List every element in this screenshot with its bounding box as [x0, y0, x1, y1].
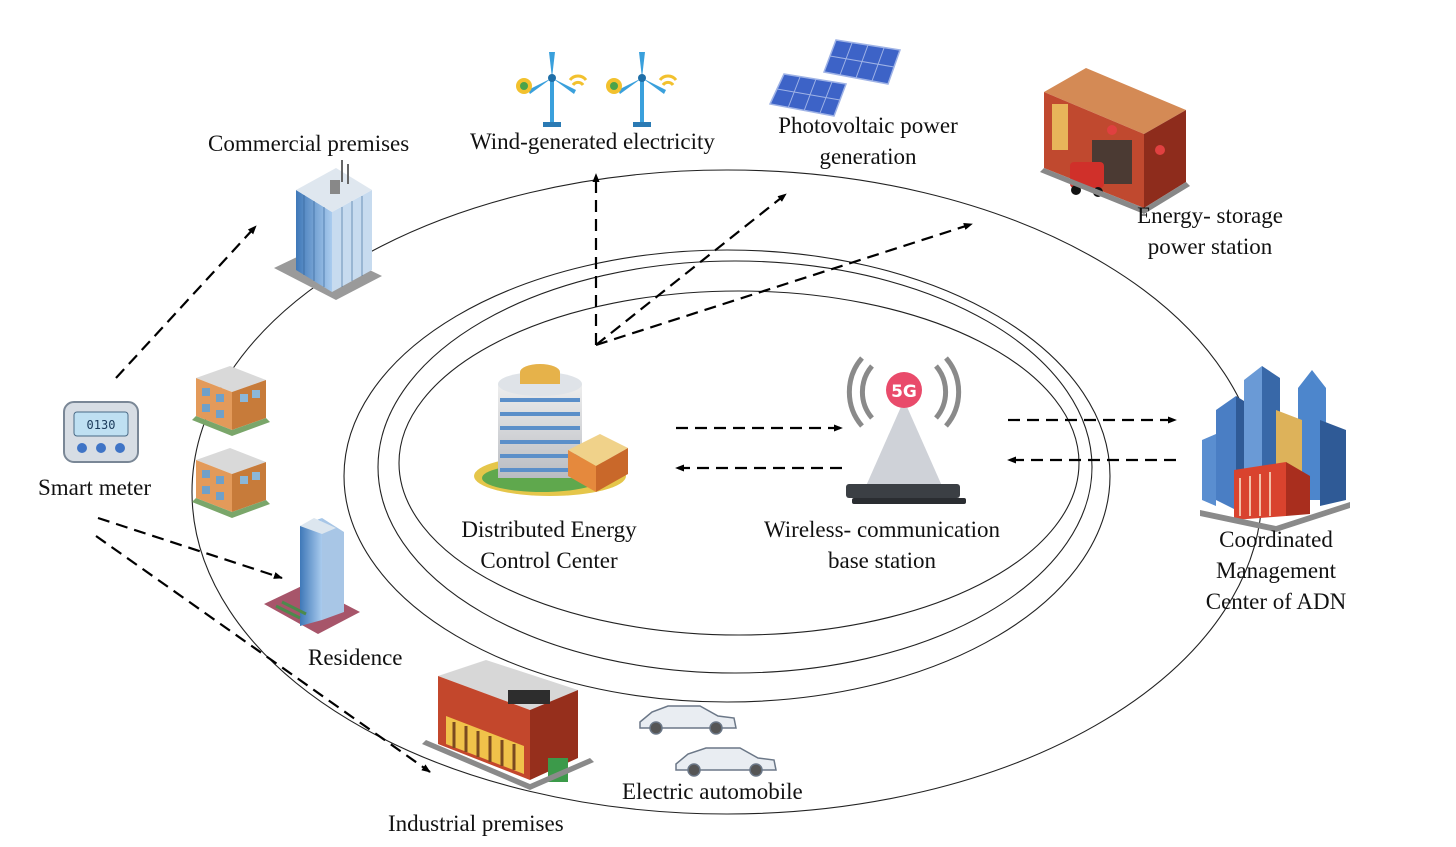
smart-meter-icon: 0130 — [63, 401, 139, 463]
label-line: Wireless- communication — [763, 517, 1001, 542]
arrow-to-storage — [595, 222, 973, 347]
label-text: Electric automobile — [622, 779, 803, 804]
communication-arrows — [95, 173, 1177, 773]
solar-panel-icon — [768, 39, 902, 117]
middle-ring-2 — [377, 260, 1093, 674]
label-line: Coordinated — [1219, 527, 1333, 552]
label-photovoltaic: Photovoltaic power generation — [752, 110, 984, 172]
office-tower-icon — [274, 160, 382, 300]
arrow-meter-to-industrial — [95, 535, 431, 773]
arrow-meter-to-commercial — [115, 225, 257, 379]
label-text: Commercial premises — [208, 131, 410, 156]
electric-car-icon — [639, 705, 777, 777]
apartment-building-icon — [192, 366, 270, 518]
arrow-to-pv — [595, 193, 787, 346]
energy-storage-building-icon — [1040, 68, 1190, 214]
label-line: Center of ADN — [1205, 589, 1347, 614]
label-text: Industrial premises — [388, 811, 564, 836]
label-distributed-energy-control-center: Distributed Energy Control Center — [438, 514, 660, 576]
label-industrial-premises: Industrial premises — [388, 808, 564, 839]
meter-display: 0130 — [87, 418, 116, 432]
wind-turbine-icon — [516, 52, 678, 127]
control-center-building-icon — [474, 364, 628, 496]
label-line: generation — [819, 144, 917, 169]
label-text: Residence — [308, 645, 403, 670]
city-skyline-icon — [1200, 366, 1350, 532]
label-commercial-premises: Commercial premises — [208, 128, 409, 159]
label-wireless-base-station: Wireless- communication base station — [740, 514, 1024, 576]
factory-store-icon — [422, 660, 594, 790]
middle-ring-1 — [343, 249, 1111, 703]
label-smart-meter: Smart meter — [38, 472, 151, 503]
label-electric-automobile: Electric automobile — [622, 776, 803, 807]
label-residence: Residence — [308, 642, 403, 673]
label-line: Distributed Energy — [461, 517, 637, 542]
inner-ring — [398, 290, 1080, 636]
label-line: power station — [1147, 234, 1273, 259]
label-wind-generated-electricity: Wind-generated electricity — [470, 126, 715, 157]
label-line: Energy- storage — [1137, 203, 1283, 228]
label-line: Photovoltaic power — [778, 113, 958, 138]
arrow-meter-to-residence — [97, 516, 283, 580]
label-line: Control Center — [480, 548, 618, 573]
skyscraper-icon — [264, 518, 360, 634]
label-line: base station — [828, 548, 936, 573]
cell-tower-5g-icon: 5G — [846, 356, 966, 504]
label-text: Wind-generated electricity — [470, 129, 715, 154]
label-energy-storage: Energy- storage power station — [1112, 200, 1308, 262]
badge-5g: 5G — [891, 382, 917, 402]
label-text: Smart meter — [38, 475, 152, 500]
label-coordinated-management-center: Coordinated Management Center of ADN — [1188, 524, 1364, 617]
label-line: Management — [1215, 558, 1337, 583]
